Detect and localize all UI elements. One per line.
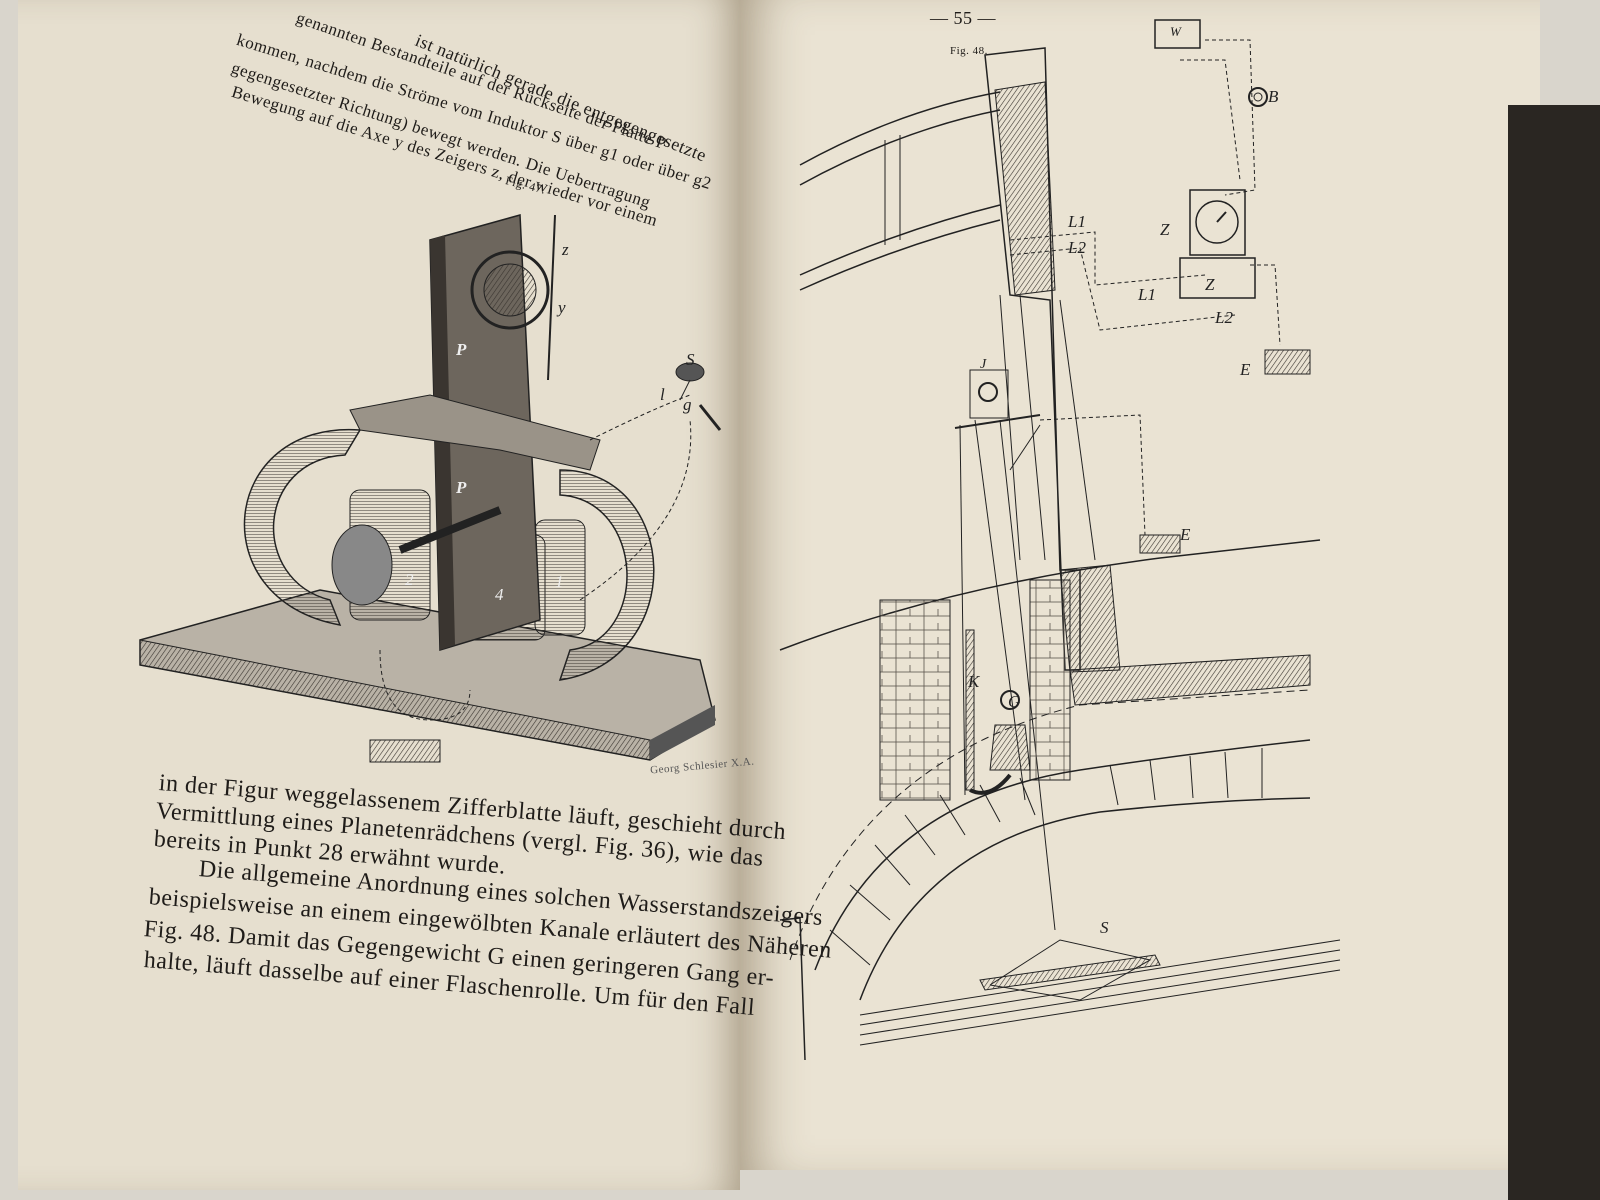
right-page	[740, 0, 1540, 1170]
page-number: — 55 —	[930, 8, 996, 28]
fig48-label-L2-lower: L2	[1215, 308, 1233, 327]
fig48-label-E-middle: E	[1180, 525, 1191, 544]
fig47-label-P1: P	[456, 340, 467, 359]
fig47-label-z: z	[562, 240, 569, 259]
fig48-label-L1-upper: L1	[1068, 212, 1086, 231]
fig47-label-l: l	[660, 385, 665, 404]
fig48-label-S: S	[1100, 918, 1109, 937]
fig47-label-S: S	[686, 350, 695, 369]
fig48-label-Z-lower: Z	[1205, 275, 1215, 294]
fig48-label-B: B	[1268, 87, 1279, 106]
fig47-label-4: 4	[495, 585, 504, 604]
book-cover-edge	[1508, 105, 1600, 1200]
fig48-label-K: K	[968, 672, 980, 691]
fig48-label-L2-upper: L2	[1068, 238, 1086, 257]
fig47-label-y: y	[558, 298, 566, 317]
fig48-label-W: W	[1170, 24, 1181, 39]
fig48-label-L1-lower: L1	[1138, 285, 1156, 304]
fig48-label-G: G	[1008, 692, 1021, 711]
fig48-caption: Fig. 48.	[950, 45, 988, 57]
fig48-label-Z-upper: Z	[1160, 220, 1170, 239]
fig48-label-J: J	[980, 357, 987, 372]
fig47-label-g: g	[683, 395, 692, 414]
fig47-label-1: 1	[555, 572, 564, 591]
fig47-label-P2: P	[456, 478, 467, 497]
fig47-label-2: 2	[405, 570, 414, 589]
fig48-label-E-upper: E	[1240, 360, 1251, 379]
